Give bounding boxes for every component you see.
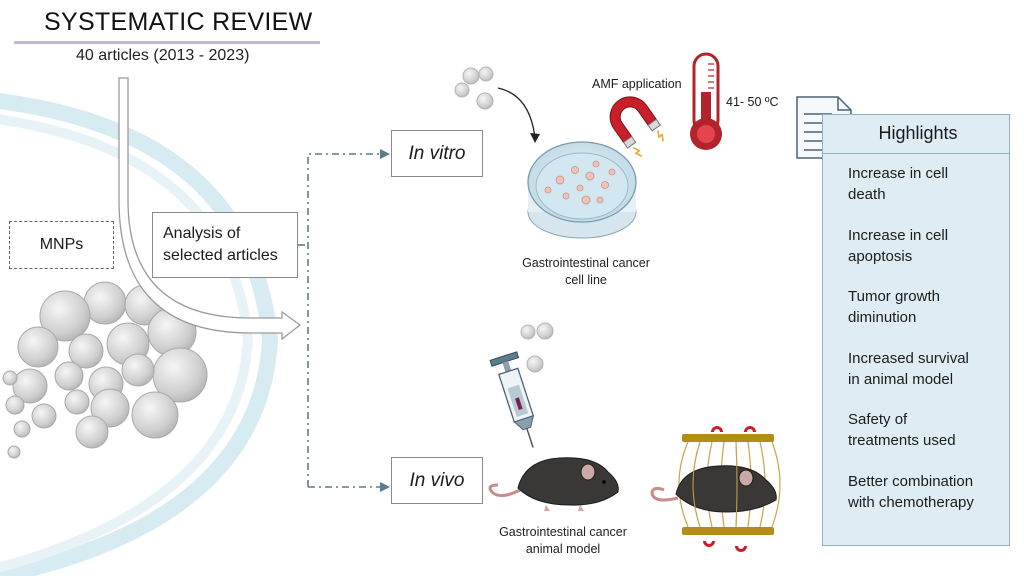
highlight-item: Increased survival in animal model xyxy=(848,348,1006,390)
highlight-item: Safety of treatments used xyxy=(848,409,1006,451)
highlight-line: Increased survival xyxy=(848,349,969,367)
in-vitro-box: In vitro xyxy=(391,130,483,177)
branch-arrowheads xyxy=(380,149,390,492)
caged-mouse-icon xyxy=(650,426,781,552)
in-vivo-label: In vivo xyxy=(409,469,465,491)
branch-lines xyxy=(298,153,383,488)
magnet-icon xyxy=(609,96,664,157)
curved-arrow xyxy=(497,87,536,139)
nanoparticle-cluster-icon xyxy=(2,281,208,459)
highlight-line: diminution xyxy=(848,309,917,326)
page-subtitle: 40 articles (2013 - 2023) xyxy=(76,47,250,64)
highlight-item: Increase in cell death xyxy=(848,163,1006,205)
animal-model-caption: Gastrointestinal cancer animal model xyxy=(483,524,643,558)
highlight-line: treatments used xyxy=(848,432,956,449)
animal-caption-line1: Gastrointestinal cancer xyxy=(499,525,627,539)
highlight-line: Safety of xyxy=(848,411,908,428)
cell-line-caption-line1: Gastrointestinal cancer xyxy=(522,256,650,270)
flow-arrow xyxy=(118,77,302,341)
cell-line-caption-line2: cell line xyxy=(565,273,607,287)
highlight-line: death xyxy=(848,186,886,203)
cell-membrane-arc xyxy=(0,93,279,576)
highlights-list: Increase in cell death Increase in cell ap… xyxy=(848,163,1006,532)
analysis-box: Analysis of selected articles xyxy=(152,212,298,278)
animal-caption-line2: animal model xyxy=(525,542,601,556)
mnps-label: MNPs xyxy=(39,236,84,253)
highlight-line: Better combination xyxy=(848,472,974,490)
highlight-line: Tumor growth xyxy=(848,288,940,305)
page-title: SYSTEMATIC REVIEW xyxy=(44,8,313,36)
in-vitro-label: In vitro xyxy=(408,142,466,164)
syringe-icon xyxy=(489,351,535,448)
highlight-item: Increase in cell apoptosis xyxy=(848,225,1006,267)
mouse-icon xyxy=(488,457,619,511)
highlights-title: Highlights xyxy=(878,123,958,143)
highlight-line: with chemotherapy xyxy=(848,493,974,511)
title-underline xyxy=(14,41,320,44)
highlight-line: Increase in cell xyxy=(848,226,949,244)
highlight-item: Better combination with chemotherapy xyxy=(848,471,1006,513)
in-vivo-box: In vivo xyxy=(391,457,483,504)
highlights-panel xyxy=(822,114,1010,546)
magnet-icon xyxy=(703,426,756,552)
small-particles-icon xyxy=(454,66,494,110)
highlight-line: in animal model xyxy=(848,370,954,388)
temperature-label: 41- 50 ºC xyxy=(726,95,779,109)
amf-application-label: AMF application xyxy=(592,77,682,91)
highlight-item: Tumor growth diminution xyxy=(848,286,1006,328)
petri-dish-icon xyxy=(527,141,637,239)
mnps-box: MNPs xyxy=(9,221,114,269)
analysis-label-line1: Analysis of xyxy=(163,225,241,242)
thermometer-icon xyxy=(690,52,722,150)
syringe-particles-icon xyxy=(520,322,554,373)
analysis-label-line2: selected articles xyxy=(163,247,278,264)
highlight-line: Increase in cell xyxy=(848,165,949,182)
cell-line-caption: Gastrointestinal cancer cell line xyxy=(506,255,666,289)
highlights-header: Highlights xyxy=(822,114,1010,154)
highlight-line: apoptosis xyxy=(848,247,913,265)
